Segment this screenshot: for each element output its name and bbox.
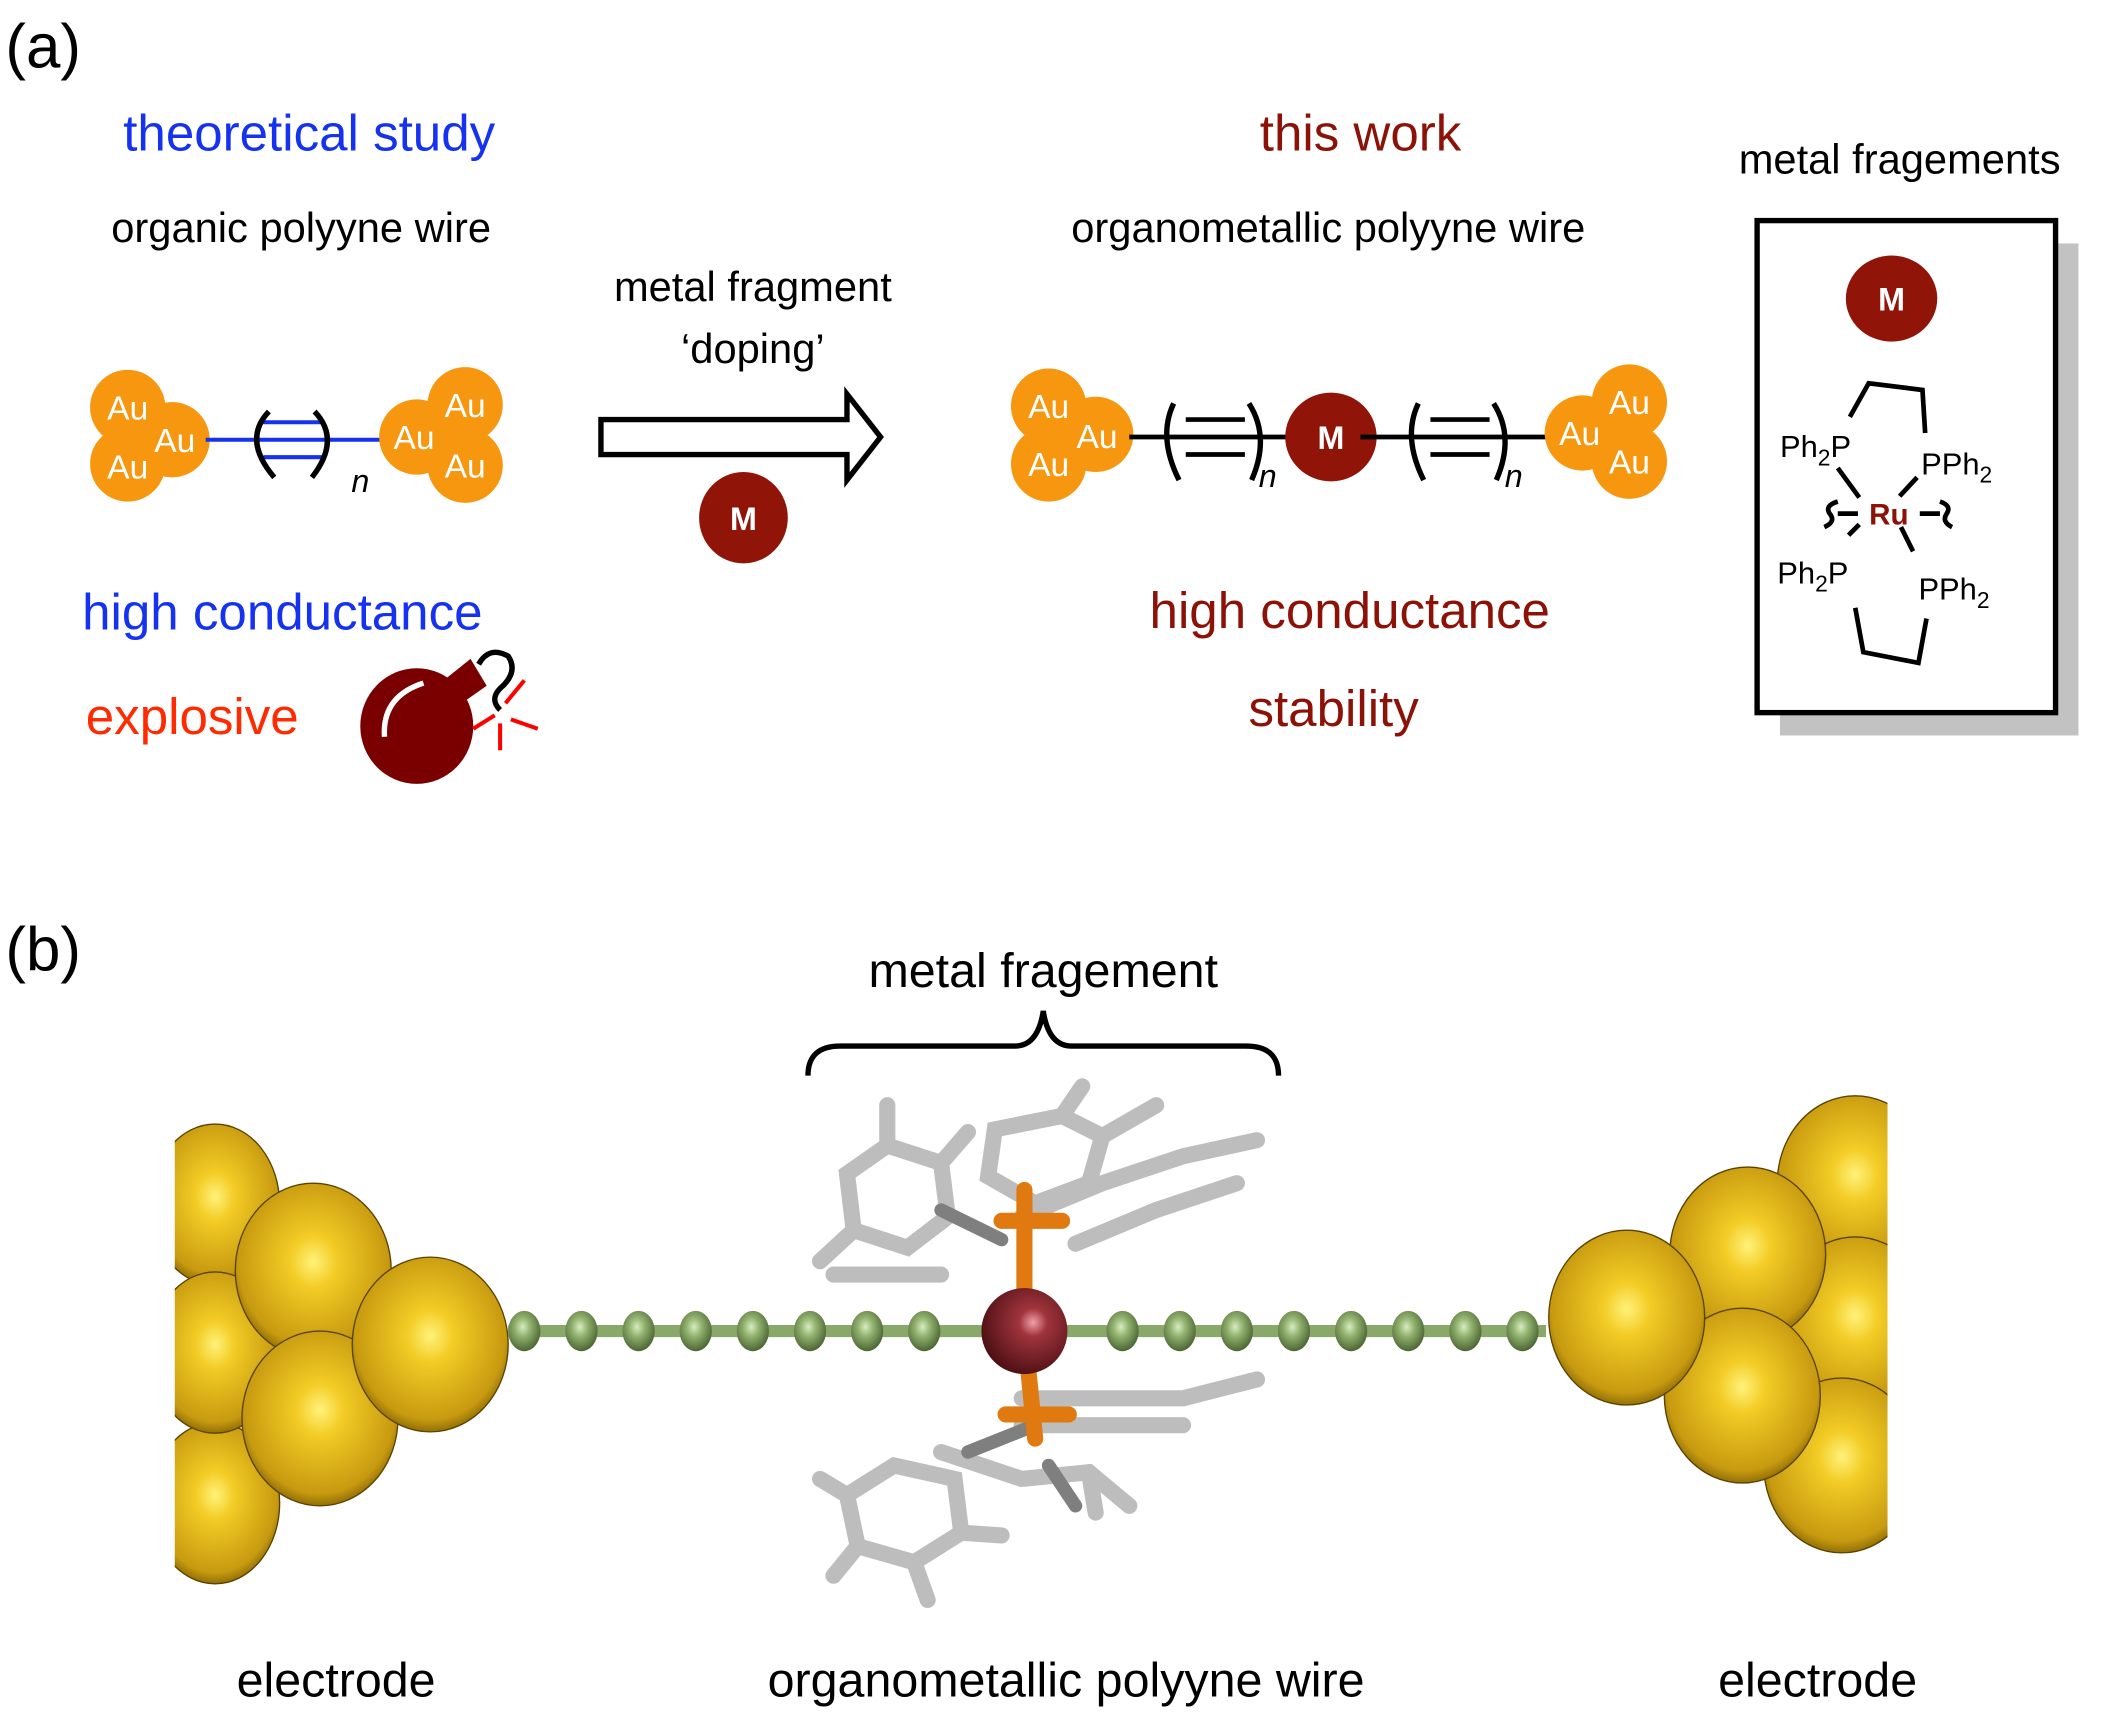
carbon-atom [850, 1310, 884, 1352]
au-atom: Au [154, 423, 195, 460]
ligand-label: PPh2 [1921, 447, 1992, 488]
au-atom: Au [1076, 419, 1117, 456]
right-subtitle: organometallic polyyne wire [1071, 204, 1585, 251]
ru-fragment-molecule [812, 1078, 1266, 1608]
panel-b-label: (b) [5, 916, 81, 985]
organometallic-polyyne-structure: Au Au Au n M n Au [1010, 364, 1668, 502]
right-heading: this work [1260, 105, 1462, 162]
au-cluster-left: Au Au Au [90, 369, 210, 502]
carbon-atom [1506, 1310, 1539, 1352]
bomb-icon [360, 649, 539, 784]
ligand-label: Ph2P [1780, 429, 1851, 470]
right-arrow-icon [598, 386, 884, 488]
au-atom: Au [1609, 444, 1650, 481]
close-paren [1491, 401, 1508, 482]
curly-brace [805, 1010, 1282, 1076]
carbon-atom [1106, 1310, 1139, 1352]
left-property-explosive: explosive [86, 688, 299, 745]
carbon-atom [908, 1310, 941, 1352]
wire-label: organometallic polyyne wire [768, 1654, 1365, 1708]
carbon-atom [1449, 1310, 1482, 1352]
left-electrode-label: electrode [237, 1654, 436, 1708]
carbon-atom [736, 1310, 769, 1352]
left-heading: theoretical study [123, 105, 495, 162]
ligand-label: Ph2P [1777, 556, 1848, 597]
close-paren [1246, 401, 1264, 482]
brace-label: metal fragement [868, 944, 1218, 998]
ru-complex-structure [1823, 380, 1954, 666]
carbon-atom [1277, 1310, 1311, 1352]
doping-arrow-column: metal fragment ‘doping’ M [598, 263, 892, 564]
au-atom: Au [445, 388, 486, 425]
right-column: this work organometallic polyyne wire Au… [1010, 105, 1668, 737]
panel-a-label: (a) [5, 12, 81, 81]
right-property-conductance: high conductance [1150, 582, 1550, 639]
ligand-label: PPh2 [1918, 572, 1989, 613]
repeat-index: n [1505, 458, 1523, 494]
carbon-atom [508, 1310, 541, 1352]
left-electrode [174, 1123, 509, 1585]
repeat-index: n [351, 463, 369, 499]
carbon-atom [1220, 1310, 1253, 1352]
carbon-atom [1334, 1310, 1368, 1352]
metal-symbol: M [1878, 282, 1905, 318]
au-atom: Au [1609, 385, 1650, 422]
arrow-label-line2: ‘doping’ [681, 325, 825, 372]
metal-fragments-box: metal fragements M Ru Ph2P PPh2 Ph2P PPh… [1739, 136, 2079, 736]
au-atom: Au [1559, 416, 1600, 453]
right-electrode-label: electrode [1718, 1654, 1917, 1708]
right-electrode [1548, 1095, 1888, 1554]
left-subtitle: organic polyyne wire [111, 204, 491, 251]
au-atom: Au [394, 420, 435, 457]
arrow-label-line1: metal fragment [614, 263, 892, 310]
carbon-atom [679, 1310, 712, 1352]
open-paren [1164, 402, 1182, 482]
open-paren [1408, 402, 1427, 482]
carbon-atom [793, 1310, 827, 1352]
au-atom: Au [107, 391, 148, 428]
left-column: theoretical study organic polyyne wire A… [82, 105, 539, 784]
metal-center-badge: M [1285, 392, 1377, 482]
au-atom: Au [445, 448, 486, 485]
ruthenium-label: Ru [1869, 498, 1908, 531]
close-paren [309, 409, 331, 480]
fragments-title: metal fragements [1739, 136, 2061, 183]
carbon-atom [1392, 1310, 1425, 1352]
carbon-atom [1163, 1310, 1196, 1352]
carbon-atom [565, 1310, 598, 1352]
au-atom: Au [1028, 447, 1069, 484]
open-paren [254, 409, 277, 480]
au-atom: Au [1028, 389, 1069, 426]
right-property-stability: stability [1248, 680, 1419, 737]
left-property-conductance: high conductance [82, 583, 482, 640]
metal-fragment-badge: M [699, 471, 788, 564]
au-cluster-right: Au Au Au [1544, 364, 1668, 499]
metal-symbol: M [730, 501, 757, 537]
metal-symbol: M [1318, 420, 1345, 456]
ruthenium-atom [981, 1288, 1068, 1375]
fragment-metal-badge: M [1845, 255, 1938, 342]
au-cluster-left: Au Au Au [1010, 368, 1134, 502]
au-cluster-right: Au Au Au [379, 367, 503, 503]
organic-polyyne-structure: Au Au Au n Au Au Au [90, 367, 503, 503]
repeat-index: n [1259, 458, 1277, 494]
carbon-atom [622, 1310, 655, 1352]
au-atom: Au [107, 450, 148, 487]
